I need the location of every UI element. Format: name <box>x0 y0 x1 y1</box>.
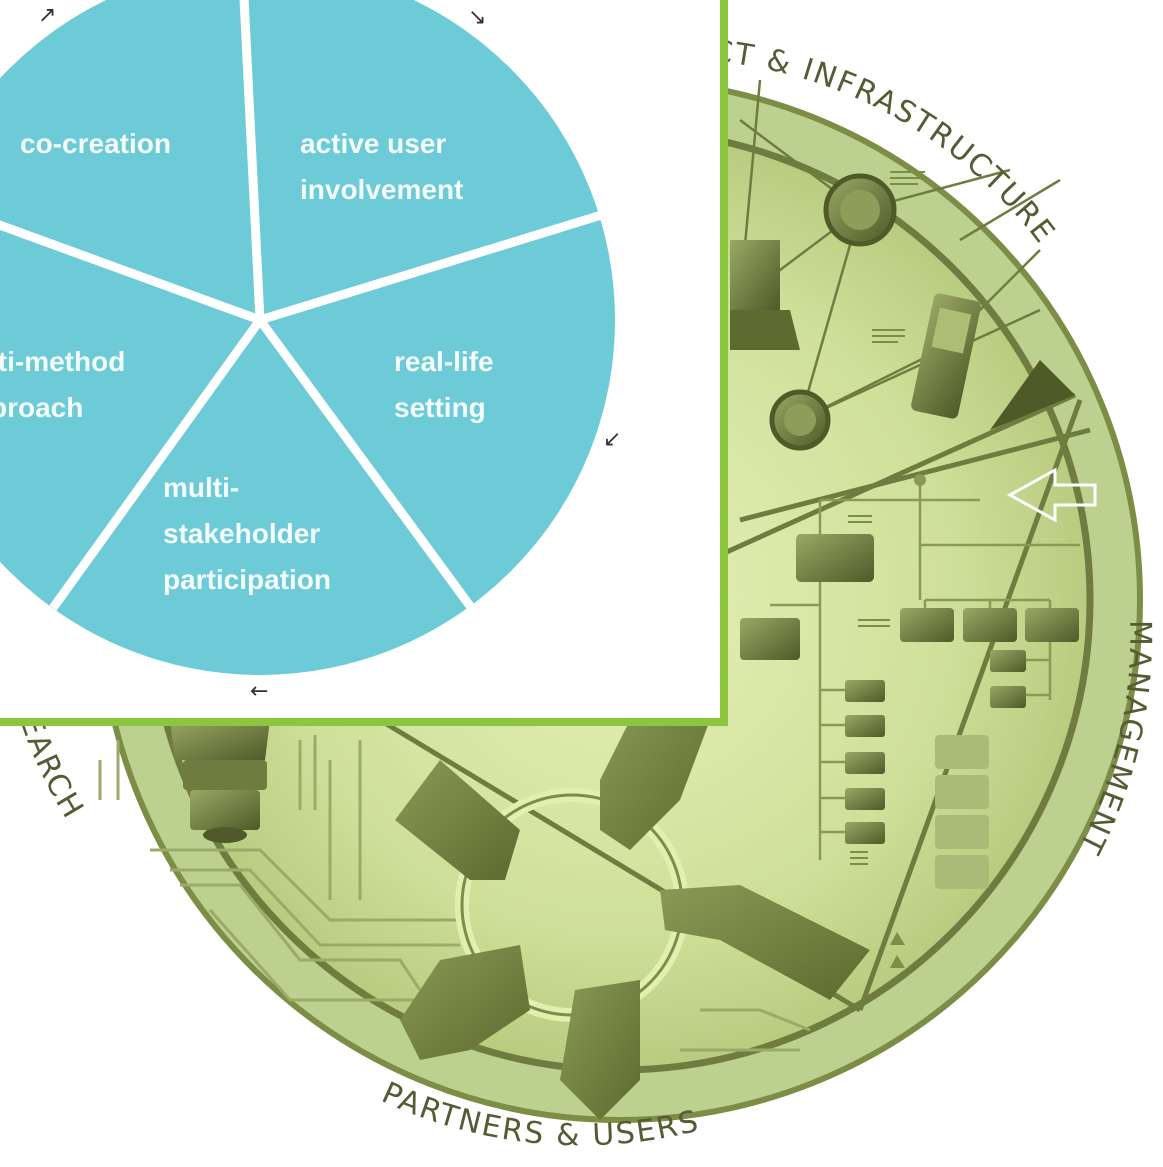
pie-segment-label-line: proach <box>0 392 83 423</box>
mobile-phone-icon <box>911 293 981 419</box>
cycle-arrows: ↗ ↘ ↙ ← <box>38 3 621 704</box>
pie-disc <box>0 0 615 675</box>
pie-segment-label-line: setting <box>394 392 486 423</box>
pie-segment-label-4: multi-stakeholder participation <box>163 472 331 595</box>
circuit-lines <box>150 740 811 1052</box>
dark-wedge <box>990 360 1075 430</box>
bookshelf-lines <box>98 735 317 810</box>
lightbulb-icon <box>170 720 270 843</box>
pie-segment-label-line: lti-method <box>0 346 125 377</box>
cycle-arrow-1: ↗ <box>38 3 56 28</box>
pie-segment-label-1: co-creation <box>20 128 171 159</box>
arrow-outline-icon <box>1006 467 1097 523</box>
network-node-icon <box>769 389 831 451</box>
cycle-arrow-2: ↘ <box>468 5 486 30</box>
ring-label-research: EARCH <box>12 711 91 826</box>
pie-segment-label-line: real-life <box>394 346 494 377</box>
pie-segment-label-3: real-life setting <box>394 346 494 423</box>
pie-segment-label-line: active user <box>300 128 446 159</box>
org-chart-icon <box>740 474 1080 968</box>
five-segment-pie: co-creation active user involvement real-li… <box>0 0 621 704</box>
pie-segment-labels: co-creation active user involvement real-li… <box>0 128 494 595</box>
decorative-text-lines <box>848 171 925 865</box>
cycle-arrow-3: ↙ <box>603 427 621 452</box>
hands-joined-circle-icon <box>395 700 870 1120</box>
laptop-icon <box>730 240 800 350</box>
pie-segment-label-line: stakeholder <box>163 518 320 549</box>
pie-segment-label-line: involvement <box>300 174 463 205</box>
pie-segment-label-line: participation <box>163 564 331 595</box>
pie-segment-label-line: multi- <box>163 472 239 503</box>
pie-segment-label-line: co-creation <box>20 128 171 159</box>
inset-pie-panel: co-creation active user involvement real-li… <box>0 0 728 726</box>
network-node-icon <box>823 173 897 247</box>
pie-segment-label-5: lti-method proach <box>0 346 125 423</box>
pie-segment-label-2: active user involvement <box>300 128 463 205</box>
pie-dividers <box>0 0 610 613</box>
cycle-arrow-4: ← <box>250 679 268 704</box>
